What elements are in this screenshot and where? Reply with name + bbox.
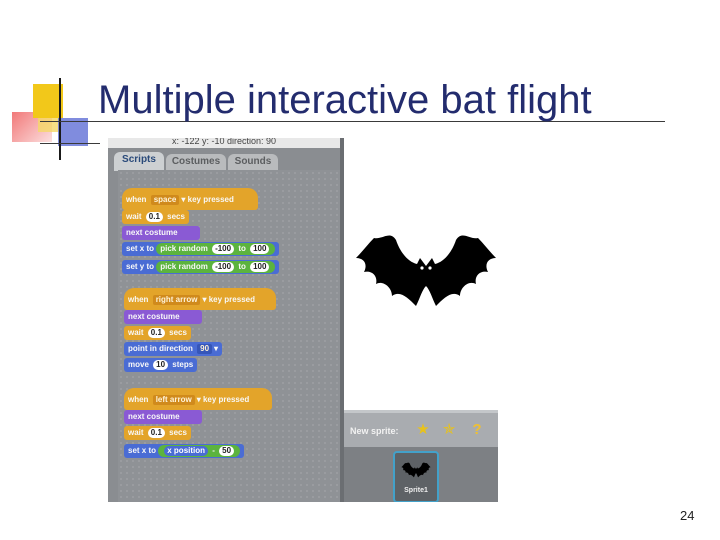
scripts-area: when space▾ key pressed wait 0.1 secs ne…: [118, 170, 342, 502]
wait-input[interactable]: 0.1: [147, 328, 165, 338]
block-label: when: [128, 295, 149, 304]
random-to-input[interactable]: 100: [250, 244, 270, 254]
wait-input[interactable]: 0.1: [147, 428, 165, 438]
new-sprite-label: New sprite:: [350, 426, 399, 436]
bat-sprite-icon[interactable]: [356, 228, 496, 314]
subtract-input[interactable]: 50: [219, 446, 235, 456]
random-from-input[interactable]: -100: [212, 244, 235, 254]
block-label: set x to: [126, 244, 155, 253]
block-label: pick random: [160, 262, 208, 271]
block-label: secs: [169, 428, 187, 437]
sprite-thumbnail[interactable]: Sprite1: [393, 451, 439, 502]
wait-block[interactable]: wait 0.1 secs: [124, 426, 191, 440]
decor-vertical-line: [59, 78, 61, 160]
move-steps-block[interactable]: move 10 steps: [124, 358, 198, 372]
next-costume-block[interactable]: next costume: [122, 226, 200, 240]
block-label: secs: [169, 328, 187, 337]
key-dropdown[interactable]: space: [150, 195, 180, 205]
x-position-reporter[interactable]: x position: [164, 446, 209, 456]
block-label: when: [128, 395, 149, 404]
tab-costumes[interactable]: Costumes: [166, 154, 226, 170]
next-costume-block[interactable]: next costume: [124, 410, 202, 424]
key-dropdown[interactable]: right arrow: [152, 295, 201, 305]
block-label: steps: [172, 360, 194, 369]
editor-tabs: Scripts Costumes Sounds: [108, 151, 344, 171]
random-from-input[interactable]: -100: [212, 262, 235, 272]
slide-number: 24: [680, 508, 695, 523]
block-label: to: [238, 262, 246, 271]
block-label: pick random: [160, 244, 208, 253]
block-label: move: [128, 360, 149, 369]
pick-random-block[interactable]: pick random -100 to 100: [156, 243, 276, 255]
subtract-block[interactable]: x position - 50: [158, 445, 241, 457]
block-label: wait: [128, 328, 144, 337]
next-costume-block[interactable]: next costume: [124, 310, 202, 324]
random-to-input[interactable]: 100: [250, 262, 270, 272]
dropdown-arrow-icon: ▾: [181, 195, 186, 204]
direction-dropdown[interactable]: 90: [197, 344, 213, 354]
block-label: key pressed: [187, 195, 234, 204]
wait-block[interactable]: wait 0.1 secs: [122, 210, 189, 224]
folder-star-icon[interactable]: ✯: [442, 421, 456, 438]
when-key-pressed-block[interactable]: when right arrow▾ key pressed: [124, 288, 276, 310]
stage[interactable]: [344, 138, 498, 410]
coords-bar: x: -122 y: -10 direction: 90: [108, 138, 344, 148]
block-label: point in direction: [128, 344, 193, 353]
tab-sounds[interactable]: Sounds: [228, 154, 278, 170]
when-key-pressed-block[interactable]: when space▾ key pressed: [122, 188, 258, 210]
decor-short-line: [40, 143, 100, 144]
bat-thumbnail-icon: [401, 462, 431, 478]
wait-input[interactable]: 0.1: [145, 212, 163, 222]
title-underline: [40, 121, 665, 122]
random-sprite-icon[interactable]: ?: [472, 421, 482, 438]
scratch-editor-screenshot: x: -122 y: -10 direction: 90 Scripts Cos…: [108, 138, 498, 502]
wait-block[interactable]: wait 0.1 secs: [124, 326, 191, 340]
sprite-panel: New sprite: ★ ✯ ? Sprite1: [344, 410, 498, 502]
dropdown-arrow-icon: ▾: [196, 395, 201, 404]
paint-star-icon[interactable]: ★: [416, 421, 430, 438]
block-label: key pressed: [208, 295, 255, 304]
pane-divider[interactable]: [340, 138, 344, 502]
point-direction-block[interactable]: point in direction 90▾: [124, 342, 223, 356]
new-sprite-bar: New sprite: ★ ✯ ?: [344, 410, 498, 447]
block-label: wait: [126, 212, 142, 221]
block-label: secs: [167, 212, 185, 221]
steps-input[interactable]: 10: [153, 360, 169, 370]
block-label: set x to: [128, 446, 157, 455]
block-label: key pressed: [202, 395, 250, 404]
dropdown-arrow-icon: ▾: [214, 344, 219, 353]
key-dropdown[interactable]: left arrow: [152, 395, 195, 405]
block-label: wait: [128, 428, 144, 437]
slide-title: Multiple interactive bat flight: [98, 78, 592, 122]
set-x-block[interactable]: set x to pick random -100 to 100: [122, 242, 280, 256]
tab-scripts[interactable]: Scripts: [114, 152, 164, 171]
when-key-pressed-block[interactable]: when left arrow▾ key pressed: [124, 388, 272, 410]
pick-random-block[interactable]: pick random -100 to 100: [156, 261, 276, 273]
decor-yellow-square: [33, 84, 63, 118]
minus-operator: -: [212, 446, 215, 455]
decor-blue-square: [58, 118, 88, 146]
block-label: to: [238, 244, 246, 253]
block-label: set y to: [126, 262, 155, 271]
set-y-block[interactable]: set y to pick random -100 to 100: [122, 260, 280, 274]
dropdown-arrow-icon: ▾: [202, 295, 207, 304]
set-x-block[interactable]: set x to x position - 50: [124, 444, 245, 458]
block-label: when: [126, 195, 147, 204]
sprite-name: Sprite1: [404, 487, 428, 494]
sprite-coords: x: -122 y: -10 direction: 90: [172, 138, 277, 146]
